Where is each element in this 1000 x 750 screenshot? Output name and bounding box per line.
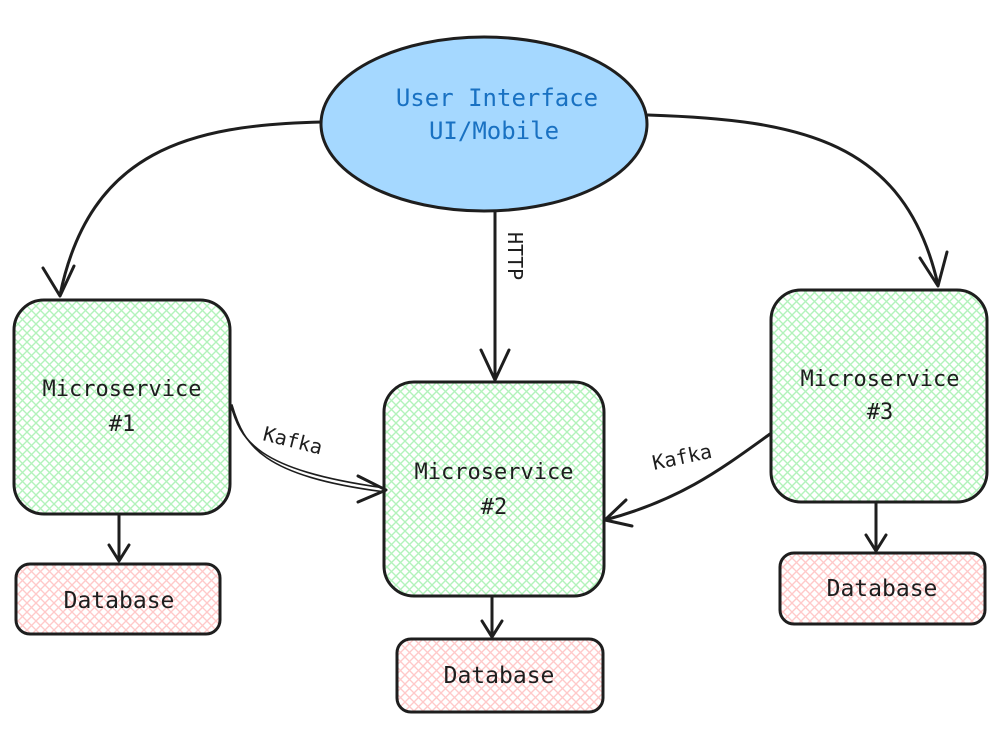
ui-label-line1: User Interface <box>396 84 598 112</box>
microservice-3-label-line1: Microservice <box>801 367 960 392</box>
kafka-label-1: Kafka <box>261 422 325 460</box>
user-interface-node[interactable]: User Interface UI/Mobile <box>319 35 649 213</box>
microservice-2-node[interactable]: Microservice #2 <box>382 380 606 598</box>
edge-ms2-to-db2 <box>480 594 504 639</box>
edge-ms3-to-db3 <box>864 501 888 553</box>
edge-http: HTTP <box>479 208 527 382</box>
database-3-node[interactable]: Database <box>778 551 987 626</box>
database-2-label: Database <box>444 663 555 689</box>
microservice-1-label-line1: Microservice <box>43 377 202 402</box>
microservice-3-label-line2: #3 <box>867 400 894 425</box>
microservice-1-node[interactable]: Microservice #1 <box>12 298 232 516</box>
database-3-label: Database <box>827 576 938 602</box>
microservice-1-label-line2: #1 <box>109 412 136 437</box>
edge-ui-to-microservice-1 <box>41 120 324 298</box>
microservice-3-node[interactable]: Microservice #3 <box>769 288 989 504</box>
microservice-2-label-line1: Microservice <box>415 460 574 485</box>
edge-ui-to-microservice-3 <box>646 113 949 288</box>
http-label: HTTP <box>503 232 527 280</box>
microservice-2-label-line2: #2 <box>481 495 508 520</box>
edge-kafka-2: Kafka <box>603 432 772 528</box>
edge-ms1-to-db1 <box>107 513 131 563</box>
ui-label-line2: UI/Mobile <box>429 117 559 145</box>
database-1-node[interactable]: Database <box>14 562 222 636</box>
database-1-label: Database <box>64 588 175 614</box>
database-2-node[interactable]: Database <box>395 637 605 714</box>
kafka-label-2: Kafka <box>650 439 714 475</box>
edge-kafka-1: Kafka <box>229 401 388 504</box>
